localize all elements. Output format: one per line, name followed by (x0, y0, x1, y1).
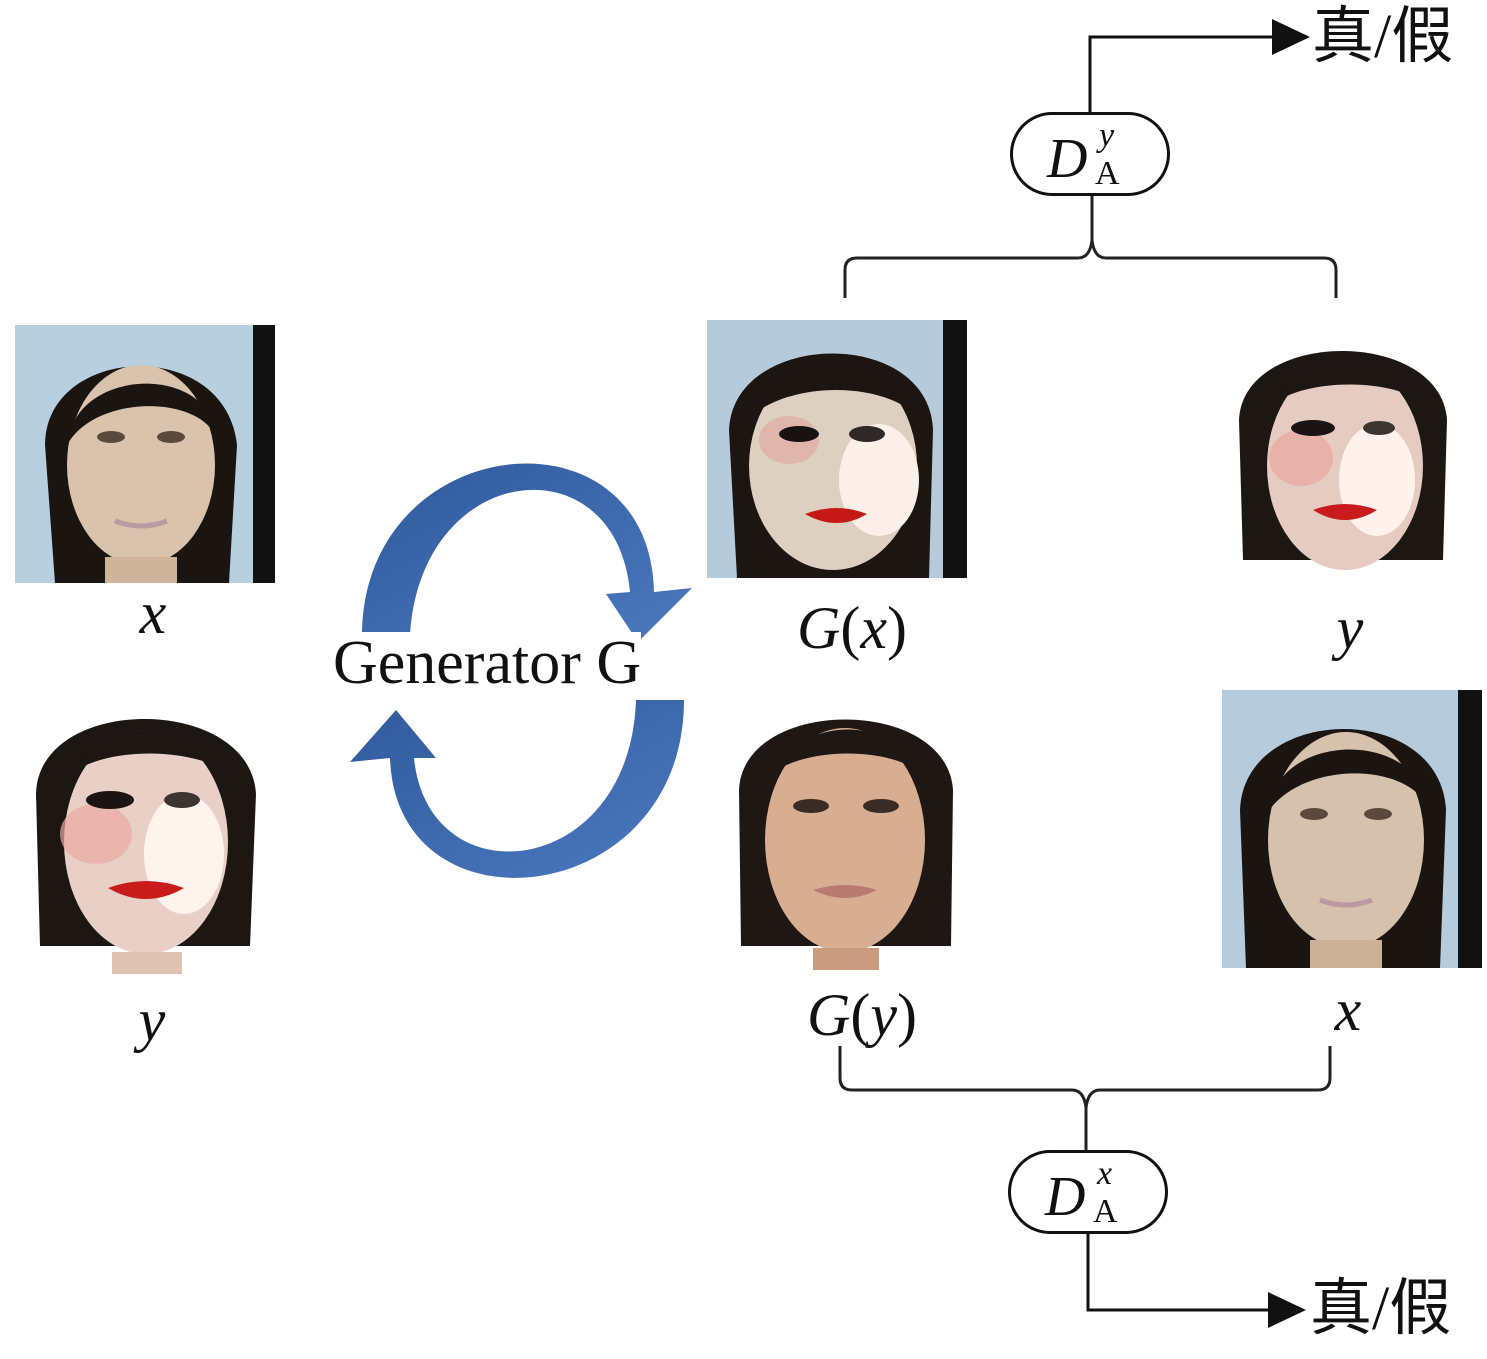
face-image-x-right (1222, 690, 1482, 968)
face-image-y-right (1237, 320, 1449, 582)
disc-bottom-superscript: x (1097, 1155, 1113, 1192)
discriminator-top: D y A (1010, 112, 1170, 196)
label-gx: G(x) (797, 595, 907, 661)
top-output-line (1088, 35, 1272, 114)
disc-top-symbol: D (1047, 128, 1088, 190)
discriminator-bottom: D x A (1008, 1150, 1168, 1234)
top-bracket (843, 239, 1338, 298)
generator-label: Generator G (333, 629, 642, 697)
face-image-gy (733, 690, 959, 970)
label-y-right: y (1336, 595, 1364, 661)
generator-upper-arc-arrow (362, 463, 692, 642)
face-image-gx (707, 320, 967, 578)
bottom-output-arrowhead (1268, 1292, 1306, 1328)
disc-top-subscript: A (1095, 155, 1120, 192)
face-image-y-left (24, 684, 264, 974)
label-x-right: x (1334, 977, 1362, 1043)
label-y-left: y (138, 987, 166, 1053)
disc-bottom-subscript: A (1093, 1193, 1118, 1230)
output-top-real-fake: 真/假 (1312, 3, 1454, 71)
bottom-bracket (838, 1046, 1332, 1109)
label-x-left: x (139, 580, 167, 646)
bottom-output-line (1086, 1232, 1268, 1312)
disc-top-superscript: y (1099, 117, 1115, 154)
generator-lower-arc-arrow (350, 700, 684, 878)
face-image-x-left (15, 325, 275, 583)
top-output-arrowhead (1272, 19, 1310, 55)
label-gy: G(y) (807, 982, 917, 1048)
disc-bottom-symbol: D (1045, 1166, 1086, 1228)
output-bottom-real-fake: 真/假 (1310, 1275, 1452, 1343)
